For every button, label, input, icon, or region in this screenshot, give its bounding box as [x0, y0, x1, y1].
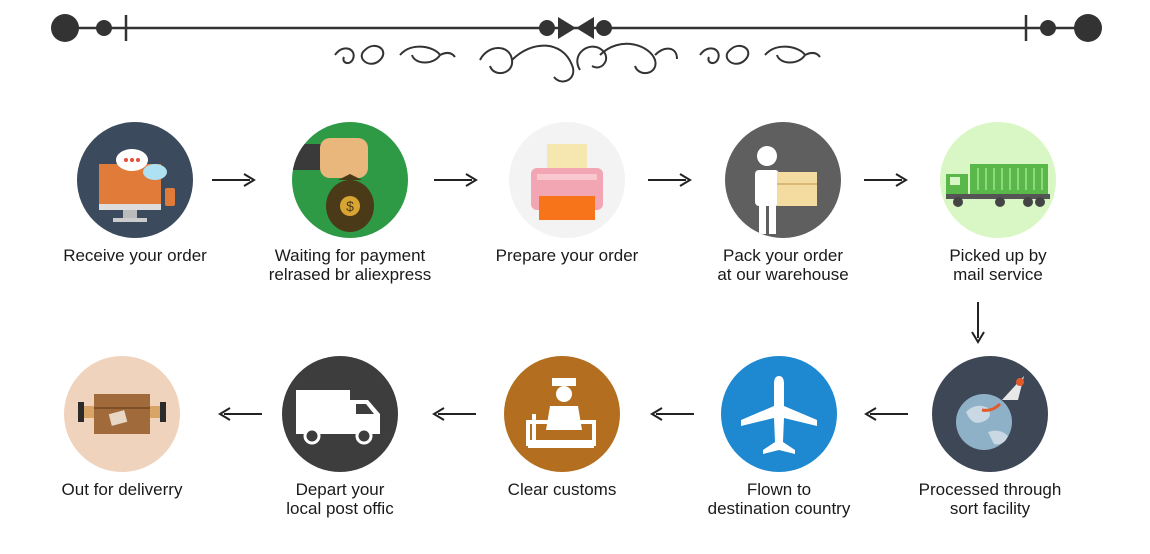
step-prepare-order: Prepare your order	[467, 122, 667, 265]
step-flown: Flown to destination country	[679, 356, 879, 518]
printer-icon	[509, 122, 625, 238]
computer-chat-icon	[77, 122, 193, 238]
step-label: Receive your order	[63, 246, 207, 265]
truck-icon	[940, 122, 1056, 238]
arrow-right-icon	[646, 172, 694, 188]
package-icon	[64, 356, 180, 472]
arrow-right-icon	[210, 172, 258, 188]
step-label: Clear customs	[507, 480, 617, 499]
money-bag-icon: $	[292, 122, 408, 238]
arrow-left-icon	[216, 406, 264, 422]
step-pack-order: Pack your order at our warehouse	[683, 122, 883, 284]
step-label: Flown to destination country	[707, 480, 851, 518]
step-picked-up: Picked up by mail service	[898, 122, 1098, 284]
step-label: Prepare your order	[495, 246, 639, 265]
arrow-right-icon	[432, 172, 480, 188]
step-out-for-delivery: Out for deliverry	[22, 356, 222, 499]
step-label: Out for deliverry	[61, 480, 183, 499]
step-clear-customs: Clear customs	[462, 356, 662, 499]
arrow-down-icon	[970, 300, 986, 346]
delivery-van-icon	[282, 356, 398, 472]
globe-rocket-icon	[932, 356, 1048, 472]
airplane-icon	[721, 356, 837, 472]
step-label: Depart your local post offic	[286, 480, 394, 518]
step-processed-sort: Processed through sort facility	[890, 356, 1090, 518]
ornamental-divider	[0, 0, 1150, 95]
step-waiting-payment: $ Waiting for payment relrased br aliexp…	[250, 122, 450, 284]
arrow-right-icon	[862, 172, 910, 188]
step-label: Picked up by mail service	[949, 246, 1047, 284]
arrow-left-icon	[862, 406, 910, 422]
arrow-left-icon	[430, 406, 478, 422]
step-label: Processed through sort facility	[918, 480, 1062, 518]
svg-text:$: $	[346, 198, 354, 214]
step-depart-post: Depart your local post offic	[240, 356, 440, 518]
arrow-left-icon	[648, 406, 696, 422]
customs-officer-icon	[504, 356, 620, 472]
step-receive-order: Receive your order	[35, 122, 235, 265]
step-label: Pack your order at our warehouse	[717, 246, 849, 284]
step-label: Waiting for payment relrased br aliexpre…	[268, 246, 432, 284]
worker-box-icon	[725, 122, 841, 238]
